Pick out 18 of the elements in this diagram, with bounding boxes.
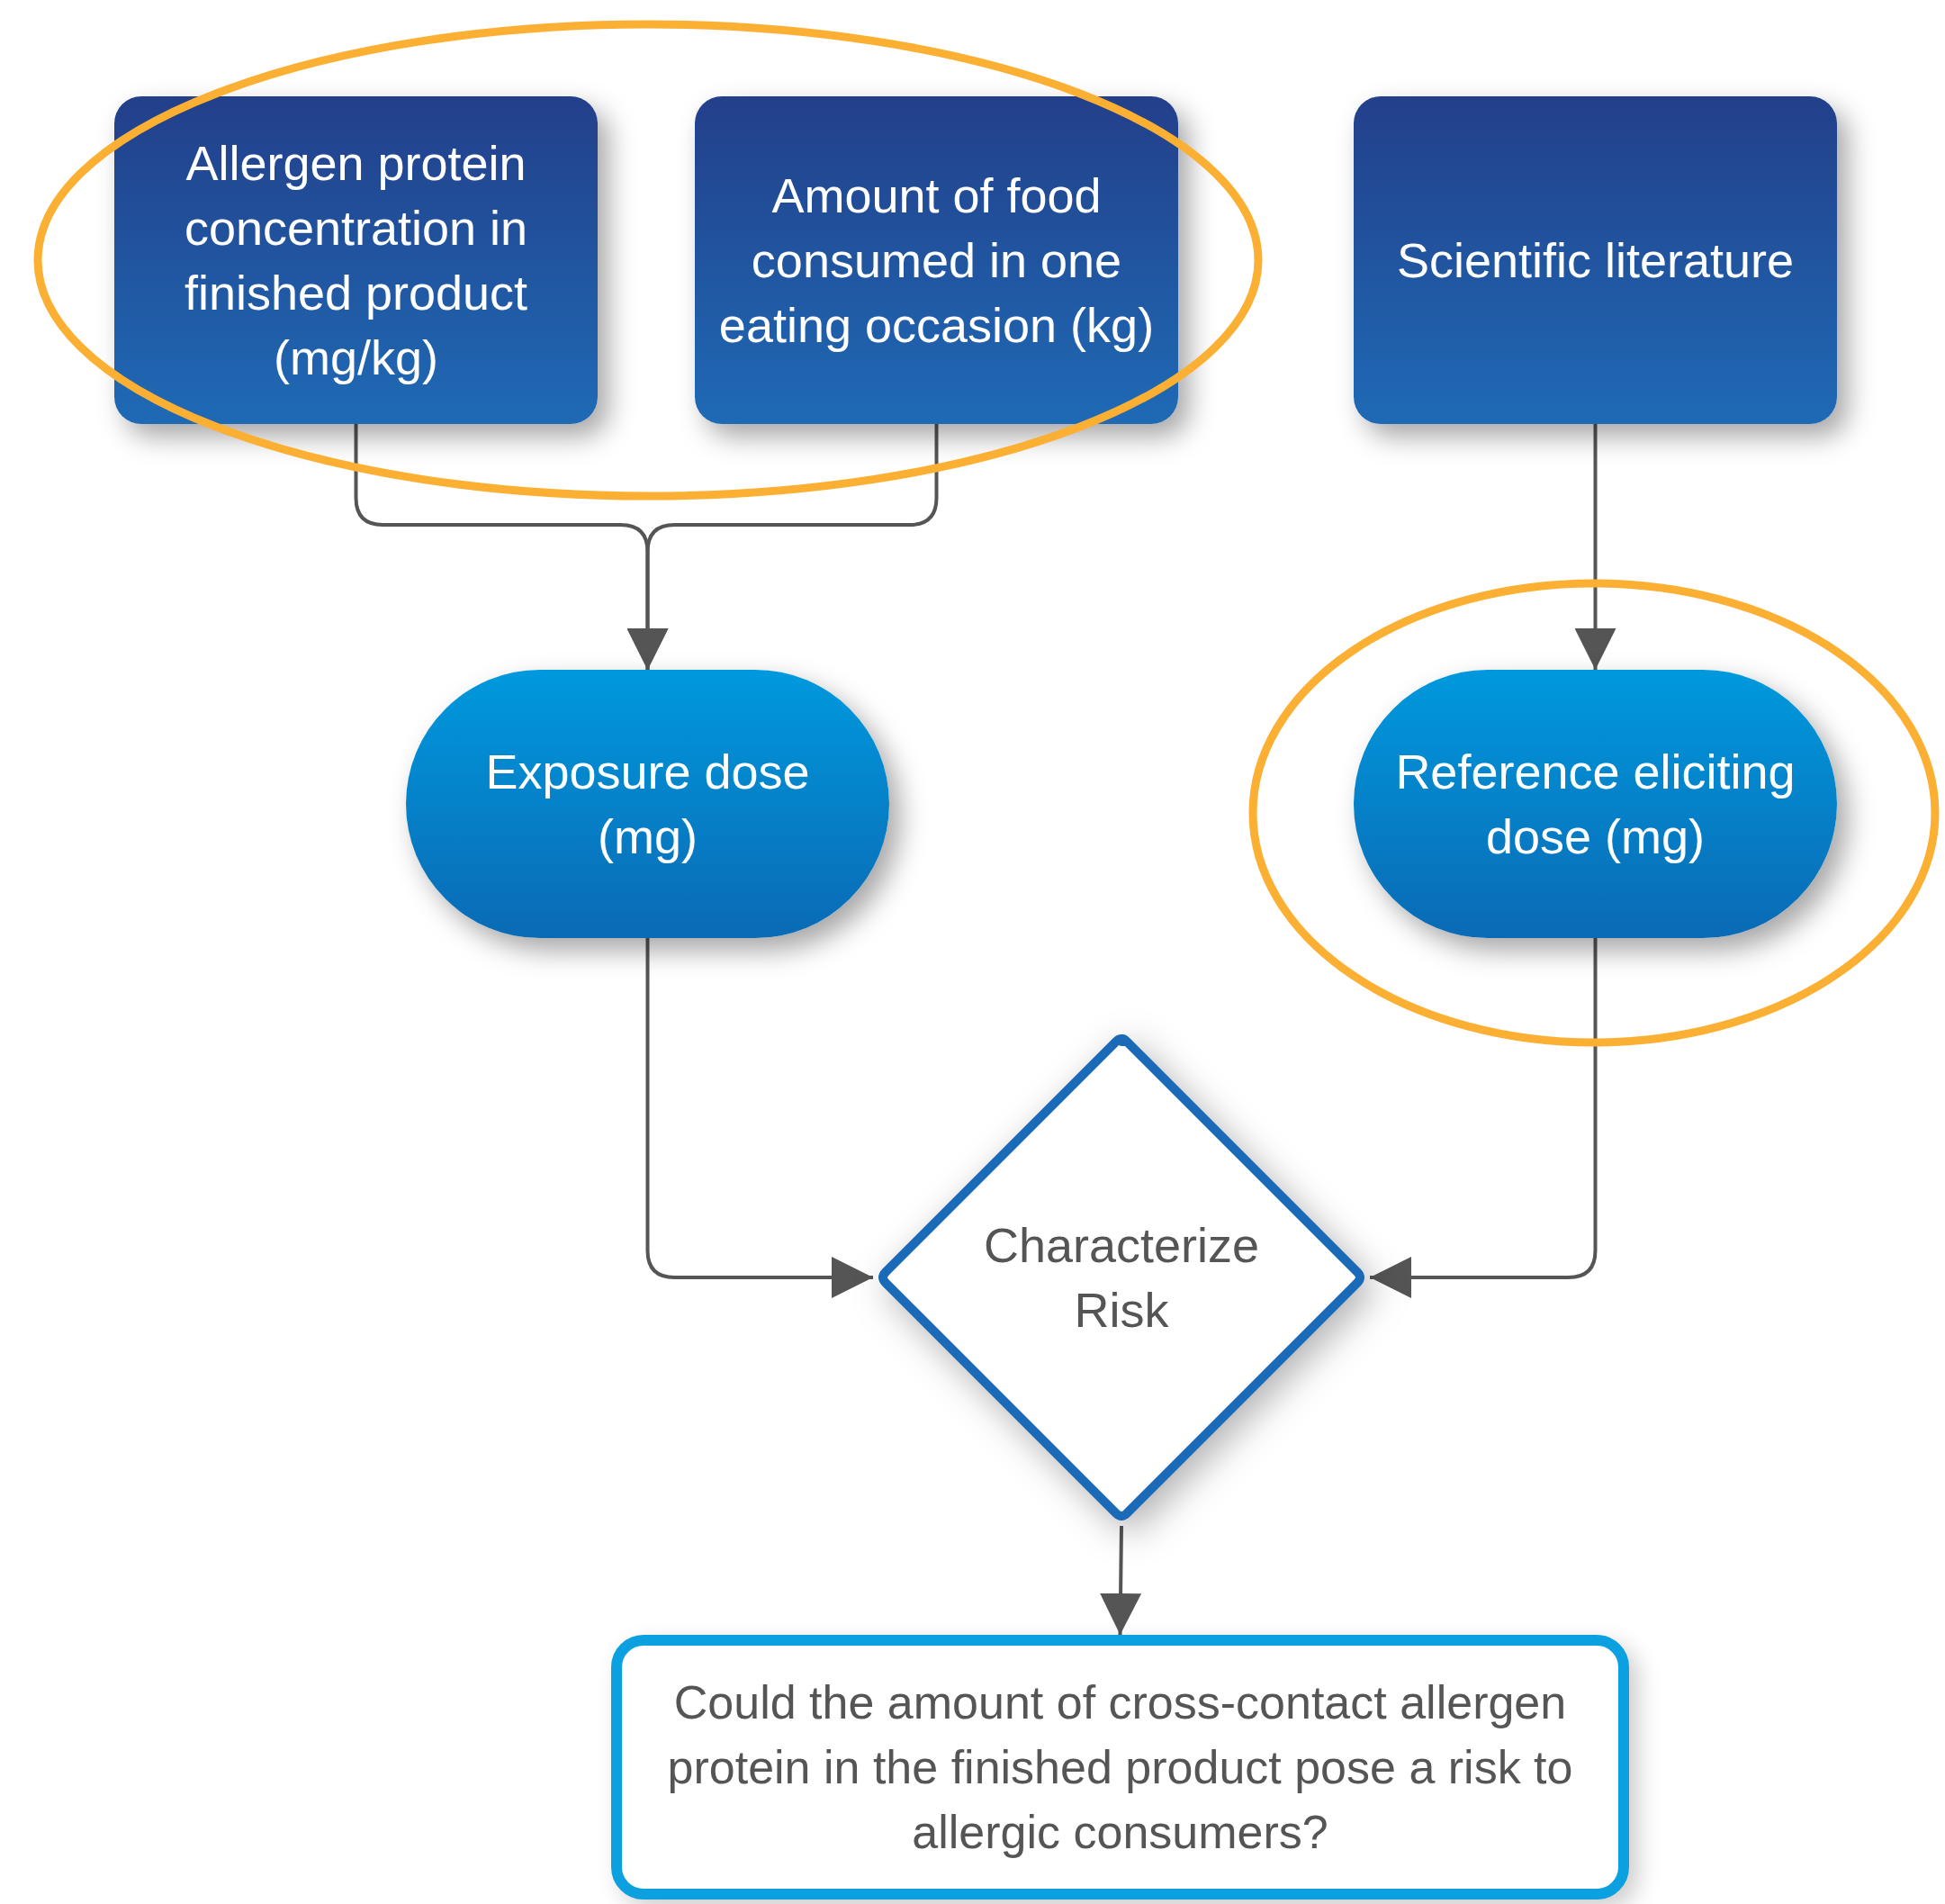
process-box (1354, 96, 1837, 424)
arrow (1574, 424, 1616, 670)
node-label: Exposure dose (mg) (484, 744, 811, 865)
arrow (1370, 938, 1598, 1298)
node-label: Amount of food consumed in one eating occasion (kg) (717, 167, 1156, 354)
process-box (695, 96, 1178, 424)
question-box (611, 1635, 1629, 1899)
rounded-terminal (406, 670, 889, 938)
question-text: Could the amount of cross-contact allergen protein in the finished product pose a risk to allergic consumers? (666, 1675, 1574, 1860)
rounded-terminal (1354, 670, 1837, 938)
node-label: Reference eliciting dose (mg) (1394, 744, 1796, 865)
node-label: Characterize Risk (982, 1217, 1261, 1339)
arrow (1100, 1525, 1142, 1636)
arrow (626, 424, 939, 670)
arrow (645, 938, 873, 1298)
process-box (114, 96, 598, 424)
node-label: Allergen protein concentration in finished product (mg/kg) (183, 135, 529, 386)
node-label: Scientific literature (1396, 232, 1795, 289)
